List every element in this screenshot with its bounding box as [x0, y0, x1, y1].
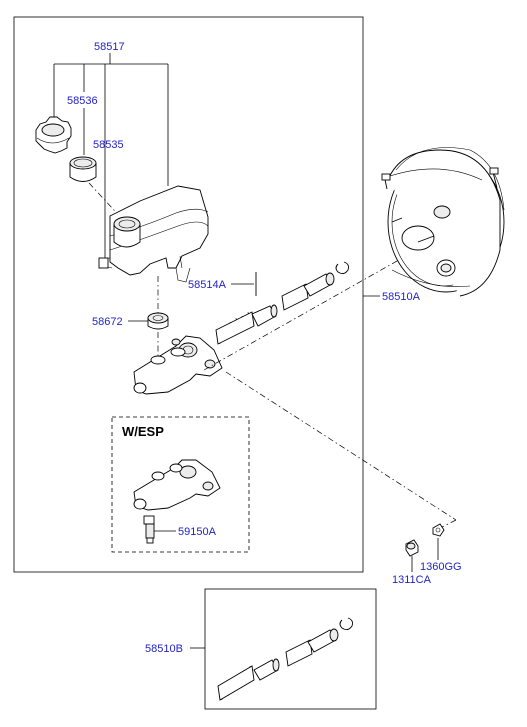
part-number-58510B[interactable]: 58510B	[145, 643, 183, 655]
kit-primary-piston	[253, 658, 280, 681]
callout-58514A: 58514A	[188, 279, 254, 291]
part-number-58517[interactable]: 58517	[94, 41, 125, 53]
brake-booster-part	[381, 147, 505, 297]
part-number-58536[interactable]: 58536	[67, 95, 98, 107]
master-cylinder-body-part	[133, 335, 223, 395]
callout-58535: 58535	[93, 139, 124, 151]
strainer-part	[69, 156, 97, 182]
kit-snap-ring	[339, 617, 353, 631]
repair-kit-frame	[204, 588, 377, 710]
part-number-59150A[interactable]: 59150A	[178, 526, 217, 538]
part-number-1311CA[interactable]: 1311CA	[392, 574, 432, 586]
callout-58672: 58672	[92, 316, 150, 328]
reservoir-body-part	[98, 185, 209, 283]
nut-part	[405, 539, 419, 557]
part-number-1360GG[interactable]: 1360GG	[420, 561, 462, 573]
secondary-spring-part	[281, 283, 309, 311]
primary-piston-part	[251, 304, 278, 327]
main-assembly-frame	[13, 16, 364, 573]
reservoir-cap-part	[35, 116, 72, 154]
part-number-58510A[interactable]: 58510A	[382, 291, 421, 303]
kit-secondary-spring	[285, 639, 313, 667]
grommet-part	[147, 312, 169, 330]
kit-primary-spring	[217, 665, 255, 701]
secondary-piston-part	[303, 272, 335, 297]
esp-variant-box: W/ESP 59150A	[111, 416, 250, 553]
pressure-sensor-part	[143, 515, 155, 544]
callout-58536: 58536	[67, 95, 98, 155]
primary-spring-part	[215, 311, 255, 345]
repair-kit-parts	[217, 617, 353, 701]
callout-58510A: 58510A	[363, 291, 421, 303]
part-number-58672[interactable]: 58672	[92, 316, 123, 328]
part-number-58514A[interactable]: 58514A	[188, 279, 227, 291]
washer-part	[432, 523, 445, 537]
esp-variant-label: W/ESP	[122, 424, 164, 439]
part-number-58535[interactable]: 58535	[93, 139, 124, 151]
callout-58517: 58517	[53, 41, 169, 258]
snap-ring-part	[335, 261, 349, 275]
kit-secondary-piston	[307, 628, 339, 653]
